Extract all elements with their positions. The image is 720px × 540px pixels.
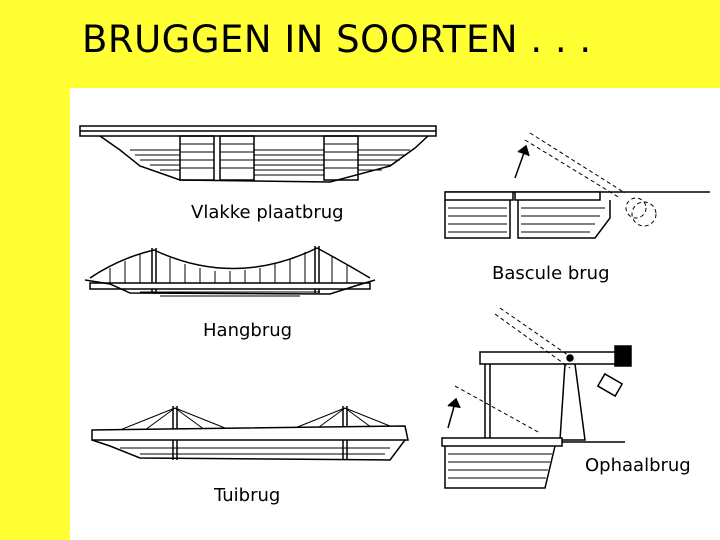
bascule-bridge-drawing bbox=[444, 132, 710, 239]
label-bascule-brug: Bascule brug bbox=[492, 263, 610, 284]
label-ophaalbrug: Ophaalbrug bbox=[585, 455, 691, 476]
suspension-bridge-drawing bbox=[84, 246, 376, 297]
illustration-panel: Vlakke plaatbrug Bascule brug Hangbrug O… bbox=[70, 88, 720, 540]
label-hangbrug: Hangbrug bbox=[203, 320, 293, 341]
label-vlakke-plaatbrug: Vlakke plaatbrug bbox=[191, 202, 344, 223]
drawbridge-drawing bbox=[441, 307, 632, 489]
label-tuibrug: Tuibrug bbox=[214, 485, 281, 506]
beam-bridge-drawing bbox=[79, 125, 437, 183]
slide-title: BRUGGEN IN SOORTEN . . . bbox=[82, 18, 592, 61]
cable-stayed-bridge-drawing bbox=[91, 406, 409, 461]
